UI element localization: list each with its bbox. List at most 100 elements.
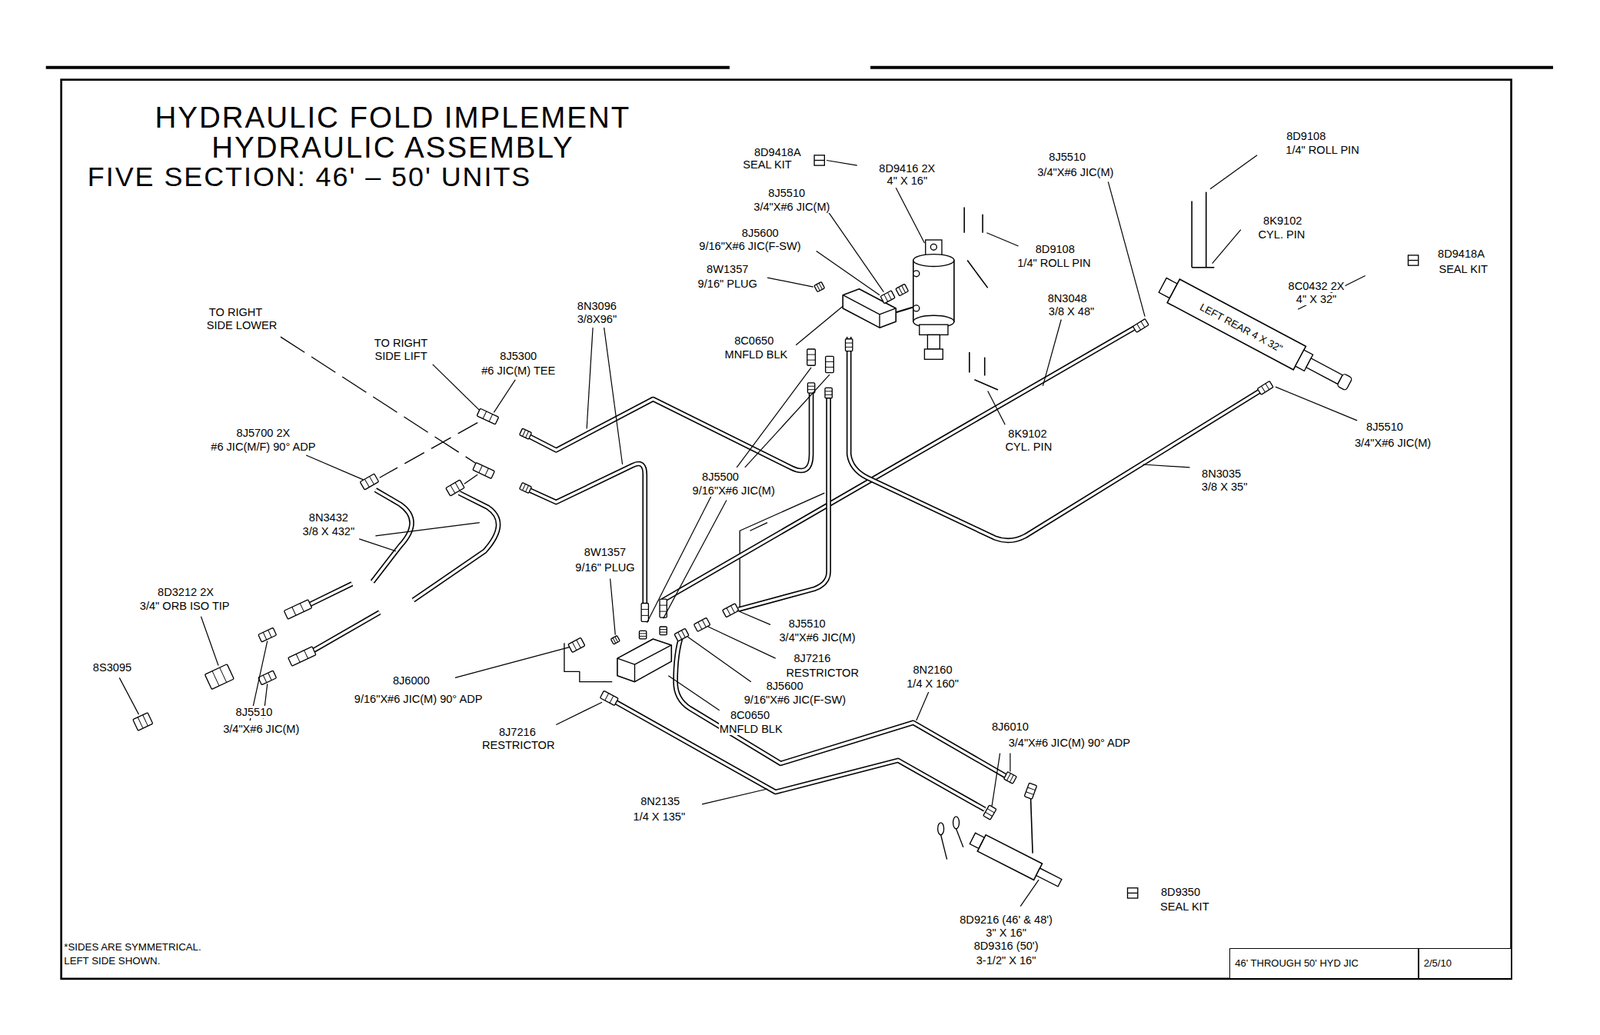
part-label: 8N2135 xyxy=(639,795,681,808)
leader-line xyxy=(1107,181,1145,317)
part-label: CYL. PIN xyxy=(1004,440,1053,453)
iso-tip xyxy=(204,664,234,690)
part-label: RESTRICTOR xyxy=(481,738,556,752)
part-label: 9/16" PLUG xyxy=(574,561,636,574)
fitting-hex-line xyxy=(659,632,667,633)
part-label: 8J7216 xyxy=(498,725,537,739)
part-label: 8J5700 2X xyxy=(236,426,292,440)
part-label: SEAL KIT xyxy=(1437,262,1488,276)
tee-fitting xyxy=(476,408,499,425)
part-label: 8N3432 xyxy=(308,511,350,524)
leader-line xyxy=(586,327,593,429)
fitting-hex-line xyxy=(807,354,816,356)
part-label: 8W1357 xyxy=(583,545,627,559)
hydraulic-cylinder xyxy=(1156,273,1356,396)
part-label: SEAL KIT xyxy=(1159,899,1210,912)
fitting xyxy=(895,283,909,297)
title-block-text: 2/5/10 xyxy=(1423,957,1452,969)
part-label: CYL. PIN xyxy=(1257,228,1307,241)
part-label: 3/4"X#6 JIC(M) xyxy=(752,200,831,213)
leader-line xyxy=(987,390,1006,425)
fitting-body xyxy=(476,408,499,425)
hydraulic-cylinder xyxy=(913,239,955,360)
fitting-hex-line xyxy=(1140,321,1145,328)
hose-crimp xyxy=(283,599,312,619)
fitting-hex-line xyxy=(482,411,486,420)
fitting-hex-line xyxy=(143,715,149,726)
cylinder-pin xyxy=(1191,266,1215,269)
fitting-hex-line xyxy=(698,622,702,629)
roll-pin xyxy=(967,260,988,289)
part-label: 8J5510 xyxy=(788,617,827,630)
fitting xyxy=(824,387,832,398)
part-label: 8D9350 xyxy=(1160,885,1201,899)
fitting xyxy=(258,670,277,686)
leader-line xyxy=(119,677,139,715)
hose-connection xyxy=(464,474,478,484)
fitting-hex-line xyxy=(262,675,267,683)
fitting-body xyxy=(641,602,649,622)
port xyxy=(913,270,920,277)
leader-line xyxy=(795,306,843,345)
part-label: 8J5510 xyxy=(1047,150,1087,163)
fitting-hex-line xyxy=(1006,773,1011,781)
part-label: 8K9102 xyxy=(1007,427,1048,440)
fitting-hex-line xyxy=(268,672,272,681)
fitting-body xyxy=(807,349,816,366)
page-rule xyxy=(870,66,1554,70)
part-label: 8J5510 xyxy=(767,186,806,200)
hose-core xyxy=(848,336,1264,541)
bracket-line xyxy=(749,522,768,532)
seal-kit-symbol xyxy=(1127,888,1138,899)
part-label: 8S3095 xyxy=(92,661,133,674)
leader-line xyxy=(200,616,219,666)
leader-line xyxy=(828,212,885,293)
manifold-block-edge xyxy=(617,645,672,682)
fitting-hex-line xyxy=(845,342,853,344)
fitting xyxy=(519,482,533,493)
part-label: 8C0650 xyxy=(729,708,771,722)
fitting-hex-line xyxy=(450,485,456,493)
elbow-fitting xyxy=(359,473,379,490)
cylinder-end xyxy=(913,254,955,267)
roll-pin xyxy=(1190,201,1193,268)
hose-outline xyxy=(675,635,1006,776)
part-label: MNFLD BLK xyxy=(718,722,784,736)
fitting-hex-line xyxy=(726,608,731,616)
part-label: 3/4"X#6 JIC(M) xyxy=(222,722,300,736)
fitting-hex-line xyxy=(615,636,619,642)
leader-line xyxy=(986,232,1018,247)
fitting-hex-line xyxy=(1027,787,1036,791)
fitting xyxy=(659,626,667,636)
leader-line xyxy=(646,489,715,623)
leader-line xyxy=(1210,155,1258,190)
fitting-hex-line xyxy=(824,390,832,392)
part-label: 8D3212 2X xyxy=(156,585,215,599)
part-label: #6 JIC(M) TEE xyxy=(480,364,556,377)
part-label: 1/4 X 160" xyxy=(905,677,960,690)
fitting-body xyxy=(283,599,312,619)
fitting-body xyxy=(880,290,895,304)
cotter-pin xyxy=(953,816,960,829)
leader-line xyxy=(663,499,727,619)
elbow-fitting xyxy=(1004,771,1018,785)
fitting-hex-line xyxy=(816,284,820,291)
fitting-hex-line xyxy=(807,385,815,387)
leader-line xyxy=(306,455,363,480)
cylinder-body xyxy=(1167,279,1306,370)
leader-line xyxy=(1009,753,1011,772)
leader-line xyxy=(816,251,880,296)
leader-line xyxy=(555,701,603,725)
part-label: 8N3096 xyxy=(576,299,618,313)
part-label: 8J5500 xyxy=(701,470,740,483)
leader-line xyxy=(668,675,719,711)
fitting-hex-line xyxy=(1009,775,1014,782)
leader-line xyxy=(708,626,776,659)
part-label: SEAL KIT xyxy=(741,158,792,171)
part-label: 3/8 X 35" xyxy=(1200,480,1248,493)
cotter-pin xyxy=(956,828,964,848)
part-label: 8D9108 xyxy=(1034,242,1076,256)
part-label: SIDE LOWER xyxy=(206,319,279,332)
part-label: 3" X 16" xyxy=(984,926,1028,939)
